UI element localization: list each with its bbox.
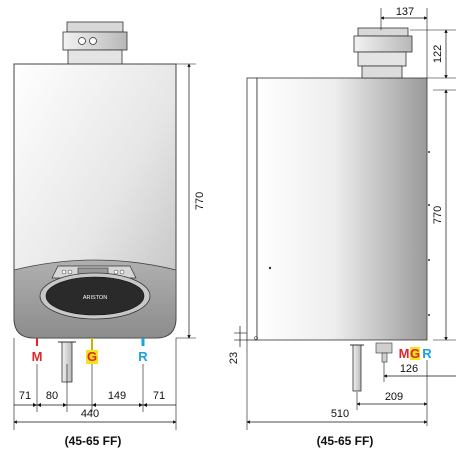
- front-control-panel: ARISTON: [39, 265, 151, 320]
- control-button-icon: [67, 269, 73, 275]
- side-flue-dimensions: 137 122: [380, 6, 456, 79]
- side-height-dimension: 770: [432, 89, 456, 341]
- flue-port-icon: [78, 37, 86, 45]
- front-height-dimension: 770: [176, 63, 206, 339]
- side-flue-offset: 137: [396, 6, 414, 18]
- side-conn-offset: 126: [383, 360, 456, 382]
- brand-logo: ARISTON: [83, 295, 107, 301]
- control-button-icon: [113, 269, 119, 275]
- front-caption: (45-65 FF): [65, 434, 122, 448]
- side-offset-label: 23: [228, 352, 240, 364]
- side-connection-labels: M G R: [399, 346, 433, 361]
- side-connection-g-swatch: [410, 347, 420, 360]
- side-conn-depth: 209: [356, 382, 428, 426]
- side-caption: (45-65 FF): [317, 434, 374, 448]
- side-flue-height: 122: [432, 45, 444, 63]
- front-total-width: 440: [81, 408, 99, 420]
- side-flue: [353, 27, 413, 79]
- connection-g-label: G: [87, 349, 97, 364]
- side-boiler-body: [256, 77, 428, 341]
- front-dim-2: 80: [46, 390, 58, 402]
- side-total-depth: 510: [246, 340, 428, 430]
- front-dim-3: 149: [108, 390, 126, 402]
- connection-g-swatch: [86, 350, 98, 364]
- side-conn-depth-label: 209: [385, 391, 403, 403]
- side-connection-r: R: [422, 346, 432, 361]
- front-bottom-dimensions: 71 80 149 71 440: [13, 338, 177, 430]
- control-button-icon: [119, 269, 125, 275]
- side-connection-m: M: [399, 346, 410, 361]
- side-wall-plate: [246, 77, 258, 341]
- front-oval-window: [45, 276, 145, 316]
- side-conn-offset-label: 126: [400, 363, 418, 375]
- front-dim-1: 71: [19, 390, 31, 402]
- front-height-label: 770: [194, 192, 206, 210]
- flue-port-icon: [89, 37, 97, 45]
- connection-r-label: R: [138, 349, 148, 364]
- front-dim-4: 71: [153, 390, 165, 402]
- control-button-icon: [61, 269, 67, 275]
- side-view: 137 122 770 23 M: [228, 6, 456, 448]
- side-total-depth-label: 510: [331, 408, 349, 420]
- connection-m-label: M: [32, 349, 43, 364]
- front-flue: [62, 21, 128, 65]
- front-view: ARISTON M G R 770: [13, 21, 206, 448]
- side-valves: [375, 342, 393, 363]
- front-connection-labels: M G R: [32, 338, 148, 364]
- side-bottom-offset: 23: [228, 326, 247, 364]
- side-pipe: [352, 344, 362, 392]
- side-height-label: 770: [432, 206, 444, 224]
- side-connection-g: G: [410, 346, 420, 361]
